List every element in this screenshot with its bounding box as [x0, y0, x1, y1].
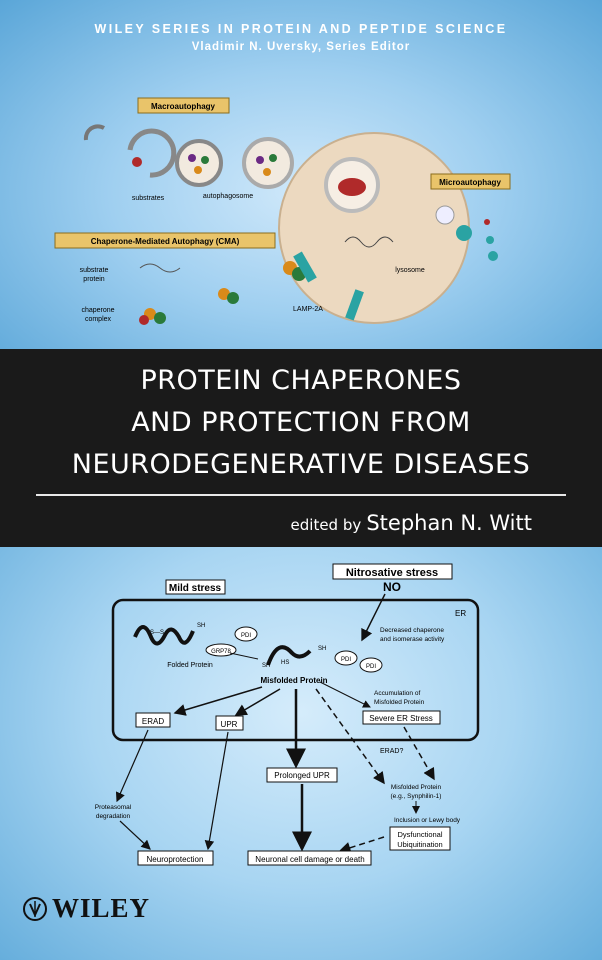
erad-label: ERAD: [142, 717, 164, 726]
nitrosative-stress-label: Nitrosative stress: [346, 567, 438, 579]
decreased-activity-2: and isomerase activity: [380, 636, 445, 643]
dysfunctional-ubiquitination-box: [389, 826, 451, 851]
neuronal-damage-label: Neuronal cell damage or death: [255, 855, 364, 864]
svg-text:SH: SH: [262, 663, 270, 669]
nitrosative-stress-box: [332, 563, 453, 580]
phagophore-1: [83, 124, 106, 141]
misfolded-protein-label: Misfolded Protein: [260, 676, 327, 685]
title-divider: [36, 494, 566, 496]
pdi-2: [334, 650, 358, 666]
phagophore-2: [127, 128, 177, 178]
svg-text:PDI: PDI: [241, 633, 251, 639]
microautophagy-label-box: [430, 173, 511, 190]
svg-text:substrate: substrate: [80, 267, 109, 274]
autophagosome-shape: [175, 139, 223, 187]
svg-text:GRP78: GRP78: [211, 649, 231, 655]
er-label: ER: [455, 609, 466, 618]
folded-protein-label: Folded Protein: [167, 662, 213, 669]
mild-stress-box: [165, 579, 226, 595]
series-title: WILEY SERIES IN PROTEIN AND PEPTIDE SCIE…: [94, 22, 508, 36]
macroautophagy-label-box: [137, 97, 230, 114]
cma-label-box: [54, 232, 276, 249]
neuronal-damage-box: [247, 850, 372, 866]
autophagosome-label: autophagosome: [203, 193, 253, 200]
svg-text:Misfolded Protein: Misfolded Protein: [391, 784, 442, 791]
lamp-label: LAMP-2A: [293, 306, 323, 313]
svg-text:S—S: S—S: [150, 630, 164, 636]
publisher-logo: WILEY: [22, 893, 150, 924]
editor-credit: edited by Stephan N. Witt: [291, 511, 532, 535]
macroautophagy-label: Macroautophagy: [151, 102, 216, 111]
svg-text:Inclusion or Lewy body: Inclusion or Lewy body: [394, 817, 461, 824]
mild-stress-label: Mild stress: [169, 583, 222, 594]
translocated-substrate: [344, 236, 394, 248]
svg-text:HS: HS: [281, 660, 289, 666]
prolonged-upr-label: Prolonged UPR: [274, 771, 330, 780]
series-editor: Vladimir N. Uversky, Series Editor: [191, 41, 411, 53]
pdi-3: [359, 657, 383, 673]
book-title-line-3: NEURODEGENERATIVE DISEASES: [71, 449, 531, 480]
edited-by-label: edited by: [290, 516, 362, 534]
svg-text:(e.g., Synphilin-1): (e.g., Synphilin-1): [391, 793, 442, 800]
svg-text:chaperone: chaperone: [81, 307, 114, 314]
pdi-1: [234, 626, 258, 642]
svg-text:SH: SH: [318, 646, 326, 652]
accumulation-1: Accumulation of: [374, 690, 420, 697]
neuroprotection-box: [137, 850, 214, 866]
svg-text:protein: protein: [83, 276, 105, 283]
severe-er-stress-label: Severe ER Stress: [369, 714, 433, 723]
svg-text:complex: complex: [85, 316, 112, 323]
decreased-activity-1: Decreased chaperone: [380, 627, 444, 634]
prolonged-upr-box: [266, 767, 338, 783]
severe-er-stress-box: [362, 710, 441, 725]
microautophagy-label: Microautophagy: [439, 178, 501, 187]
wiley-seal-icon: [23, 896, 47, 921]
erad-box: [135, 712, 171, 728]
svg-text:Proteasomal: Proteasomal: [95, 804, 132, 811]
no-label: NO: [383, 580, 401, 594]
svg-text:degradation: degradation: [96, 813, 131, 820]
grp78: [205, 643, 237, 657]
autophagy-diagram: Macroautophagy Microautophagy Chaperone-…: [54, 97, 511, 325]
amphisome-shape: [242, 137, 294, 189]
upr-label: UPR: [221, 720, 238, 729]
title-band: [0, 349, 602, 547]
er-stress-diagram: Mild stress Nitrosative stress NO ER S—S…: [95, 563, 480, 866]
bottom-illustration-panel: Mild stress Nitrosative stress NO ER S—S…: [0, 547, 602, 960]
unfolded-substrate: [139, 263, 181, 273]
book-title-line-1: PROTEIN CHAPERONES: [140, 365, 462, 396]
svg-text:Dysfunctional: Dysfunctional: [397, 830, 442, 839]
accumulation-2: Misfolded Protein: [374, 699, 425, 706]
neuroprotection-label: Neuroprotection: [147, 855, 204, 864]
upr-box: [215, 715, 244, 731]
erad-question: ERAD?: [380, 748, 403, 755]
folded-protein-shape: [133, 625, 195, 646]
substrates-label: substrates: [132, 195, 165, 202]
publisher-name: WILEY: [52, 893, 151, 923]
svg-text:PDI: PDI: [366, 664, 376, 670]
top-illustration-panel: WILEY SERIES IN PROTEIN AND PEPTIDE SCIE…: [0, 0, 602, 349]
editor-name: Stephan N. Witt: [366, 511, 532, 535]
lysosome-shape: [278, 132, 470, 324]
lysosome-label: lysosome: [395, 267, 425, 274]
cma-label: Chaperone-Mediated Autophagy (CMA): [91, 237, 240, 246]
svg-text:PDI: PDI: [341, 657, 351, 663]
misfolded-protein-shape: [266, 645, 312, 666]
book-title-line-2: AND PROTECTION FROM: [131, 407, 471, 438]
svg-text:SH: SH: [197, 623, 205, 629]
svg-text:Ubiquitination: Ubiquitination: [397, 840, 442, 849]
